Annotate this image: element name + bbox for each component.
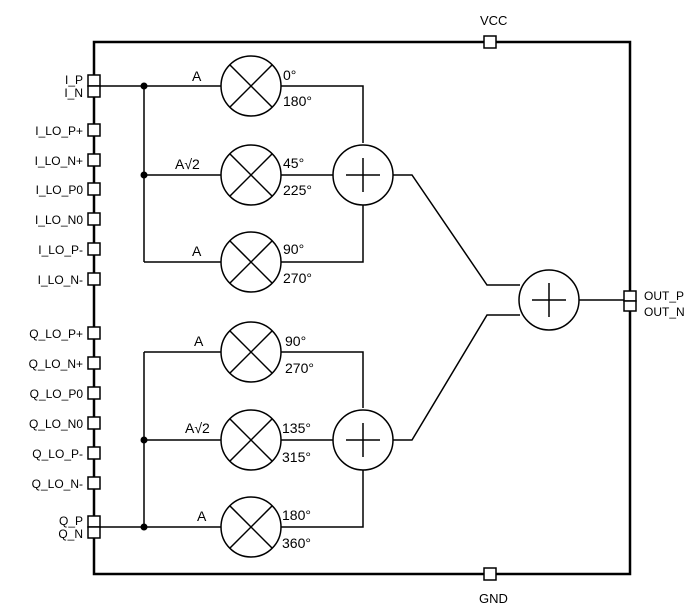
i-n-label: I_N	[64, 86, 83, 100]
out-n-pin	[623, 300, 637, 312]
mixer-phase-bottom: 360°	[282, 535, 311, 551]
lo-pin-group: I_LO_P+ I_LO_N+ I_LO_P0 I_LO_N0 I_LO_P- …	[29, 123, 101, 491]
i-n-pin	[87, 85, 101, 98]
lo-pin-label: Q_LO_N0	[29, 417, 83, 431]
lo-pin	[87, 476, 101, 490]
out-n-label: OUT_N	[644, 305, 685, 319]
mixer-phase-top: 90°	[285, 333, 306, 349]
lo-pin	[87, 416, 101, 430]
mixer-phase-top: 180°	[282, 507, 311, 523]
lo-pin	[87, 242, 101, 256]
mixer-phase-bottom: 225°	[283, 182, 312, 198]
vcc-label: VCC	[480, 13, 507, 28]
lo-pin-label: Q_LO_P-	[32, 447, 83, 461]
lo-pin	[87, 153, 101, 167]
output-adder	[518, 269, 580, 331]
mixer-gain: A√2	[185, 420, 210, 436]
mixer-gain: A	[194, 333, 204, 349]
vcc-pin	[483, 35, 497, 49]
i-p-label: I_P	[65, 73, 83, 87]
lo-pin-label: I_LO_N+	[35, 154, 83, 168]
out-p-pin	[623, 290, 637, 302]
junction-dot	[140, 523, 148, 531]
mixer-gain: A	[192, 68, 202, 84]
mixer: A 180° 360°	[197, 496, 311, 558]
out-p-label: OUT_P	[644, 289, 684, 303]
i-adder	[332, 144, 394, 206]
lo-pin	[87, 212, 101, 226]
lo-pin-label: Q_LO_N+	[29, 357, 83, 371]
mixer-gain: A	[192, 243, 202, 259]
mixer-phase-bottom: 180°	[283, 93, 312, 109]
junction-dot	[140, 436, 148, 444]
gnd-pin	[483, 567, 497, 581]
mixer-gain: A√2	[175, 156, 200, 172]
lo-pin-label: Q_LO_P0	[30, 387, 84, 401]
mixer: A 90° 270°	[194, 321, 314, 383]
junction-dot	[140, 82, 148, 90]
lo-pin	[87, 386, 101, 400]
mixer-phase-top: 0°	[283, 67, 296, 83]
lo-pin-label: Q_LO_P+	[29, 327, 83, 341]
lo-pin	[87, 123, 101, 137]
q-n-pin	[87, 526, 101, 539]
mixer: A√2 135° 315°	[185, 409, 311, 471]
lo-pin	[87, 182, 101, 196]
mixer: A 90° 270°	[192, 231, 312, 293]
combiner-wiring	[393, 174, 624, 441]
mixer-phase-top: 135°	[282, 420, 311, 436]
lo-pin-label: I_LO_N0	[35, 213, 83, 227]
mixer-phase-bottom: 315°	[282, 449, 311, 465]
junction-dot	[140, 171, 148, 179]
mixer-phase-bottom: 270°	[285, 360, 314, 376]
lo-pin-label: Q_LO_N-	[32, 477, 83, 491]
q-adder	[332, 409, 394, 471]
lo-pin	[87, 446, 101, 460]
q-path-wiring	[100, 351, 364, 531]
mixer-phase-top: 90°	[283, 241, 304, 257]
gnd-label: GND	[479, 591, 508, 606]
lo-pin-label: I_LO_N-	[38, 273, 83, 287]
q-p-label: Q_P	[59, 514, 83, 528]
mixer-phase-top: 45°	[283, 155, 304, 171]
lo-pin	[87, 356, 101, 370]
lo-pin	[87, 272, 101, 286]
i-p-pin	[87, 74, 101, 87]
i-path-wiring	[100, 82, 364, 263]
mixer: A√2 45° 225°	[175, 144, 312, 206]
mixer-phase-bottom: 270°	[283, 270, 312, 286]
mixer-gain: A	[197, 508, 207, 524]
lo-pin-label: I_LO_P0	[36, 183, 84, 197]
mixer: A 0° 180°	[192, 55, 312, 117]
lo-pin-label: I_LO_P+	[35, 124, 83, 138]
lo-pin	[87, 326, 101, 340]
lo-pin-label: I_LO_P-	[38, 243, 83, 257]
q-p-pin	[87, 515, 101, 528]
q-n-label: Q_N	[58, 527, 83, 541]
